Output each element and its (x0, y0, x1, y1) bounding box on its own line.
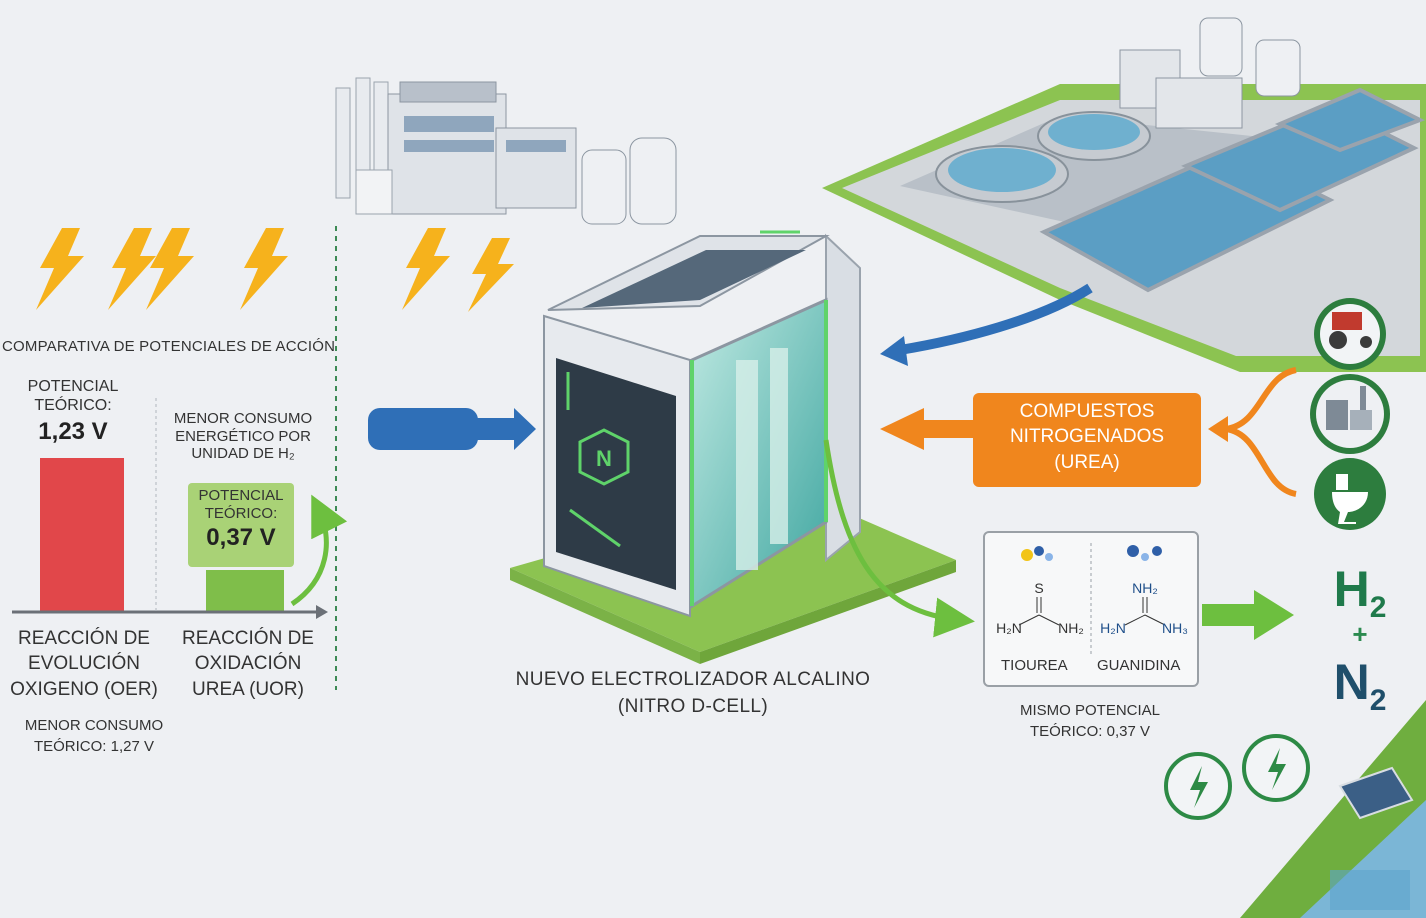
solar-panel-icon (1338, 766, 1414, 820)
thiourea-top-atom: S (1034, 580, 1043, 596)
lightning-bolt-icon (146, 228, 194, 310)
n2-subscript: 2 (1369, 684, 1387, 717)
uor-potential-caption: POTENCIAL TEÓRICO: (198, 487, 284, 522)
h2-output-arrow (1202, 590, 1294, 640)
uor-bar (206, 570, 284, 612)
wastewater-arrow (899, 283, 1093, 355)
factory-icon (335, 77, 677, 225)
lightning-bolt-icon (468, 238, 514, 312)
molecules-panel: S H₂N NH₂ NH₂ H₂N NH₃ TIOUREA GUANIDINA (983, 531, 1199, 687)
thiourea-model-icon (1021, 549, 1033, 561)
product-flow-arrow (823, 439, 975, 638)
uor-energy-note: MENOR CONSUMO ENERGÉTICO POR UNIDAD DE H… (173, 410, 313, 463)
sources-bracket (1208, 367, 1297, 497)
thiourea-name: TIOUREA (1001, 657, 1068, 674)
lightning-bolt-icon (240, 228, 288, 310)
compounds-line1: COMPUESTOS (1019, 401, 1155, 422)
electrolyzer-device: N (510, 230, 956, 664)
logo-letter: N (596, 446, 612, 471)
river-icon (1330, 870, 1410, 910)
potential-comparison-chart (12, 398, 348, 619)
lightning-bolt-icon (402, 228, 450, 310)
compounds-line3: (UREA) (1054, 451, 1120, 473)
guanidine-right-group: NH₃ (1162, 620, 1188, 636)
tractor-icon (1314, 298, 1386, 370)
nitrogen-compounds-box: COMPUESTOS NITROGENADOS (UREA) (973, 393, 1201, 487)
products-label: H2 + N2 (1318, 560, 1402, 718)
lightning-bolts-group (36, 228, 514, 312)
oer-potential-label: POTENCIAL TEÓRICO: 1,23 V (14, 378, 132, 446)
industry-icon (1310, 374, 1390, 454)
guanidine-top-atom: NH₂ (1132, 580, 1158, 596)
same-potential-line2: TEÓRICO: 0,37 V (1029, 723, 1151, 740)
compounds-line2: NITROGENADOS (1009, 426, 1165, 448)
oer-potential-caption: POTENCIAL TEÓRICO: (27, 378, 119, 414)
uor-reaction-label: REACCIÓN DE OXIDACIÓN UREA (UOR) (182, 628, 314, 700)
plus-sign: + (1352, 619, 1368, 649)
thiourea-left-group: H₂N (996, 620, 1022, 636)
water-treatment-plant-icon (822, 17, 1426, 372)
electrolyzer-title-line1: NUEVO ELECTROLIZADOR ALCALINO (515, 669, 871, 690)
uor-potential-value: 0,37 V (206, 524, 276, 552)
lightning-bolt-icon (36, 228, 84, 310)
toilet-icon (1314, 458, 1386, 530)
oer-bar (40, 458, 124, 612)
nitrogen-product: N2 (1318, 653, 1402, 718)
same-potential-note: MISMO POTENCIAL TEÓRICO: 0,37 V (990, 700, 1190, 742)
energy-input-arrow (368, 408, 536, 450)
wastewater-arrowhead (880, 336, 908, 366)
h2-symbol: H (1333, 561, 1370, 617)
guanidine-left-group: H₂N (1100, 620, 1126, 636)
nitro-logo-icon (578, 428, 630, 486)
same-potential-line1: MISMO POTENCIAL (1019, 702, 1161, 719)
compound-feed-arrow (880, 408, 976, 450)
renewable-energy-icon (1164, 734, 1310, 820)
hydrogen-product: H2 (1318, 560, 1402, 625)
oer-footnote: MENOR CONSUMO TEÓRICO: 1,27 V (24, 717, 164, 755)
electrolyzer-title: NUEVO ELECTROLIZADOR ALCALINO (NITRO D-C… (448, 667, 938, 721)
guanidine-model-icon (1127, 545, 1139, 557)
electrolyzer-title-line2: (NITRO D-CELL) (617, 695, 769, 717)
oer-potential-value: 1,23 V (38, 417, 108, 445)
molecule-structures: S H₂N NH₂ NH₂ H₂N NH₃ (996, 543, 1188, 657)
uor-potential-label: POTENCIAL TEÓRICO: 0,37 V (188, 483, 294, 567)
h2-subscript: 2 (1369, 591, 1387, 624)
comparison-title: COMPARATIVA DE POTENCIALES DE ACCIÓN (2, 338, 336, 355)
lightning-bolt-icon (108, 228, 156, 310)
oer-reaction-label: REACCIÓN DE EVOLUCIÓN OXIGENO (OER) (10, 628, 158, 700)
improvement-arrow (290, 494, 348, 607)
thiourea-right-group: NH₂ (1058, 620, 1084, 636)
guanidine-name: GUANIDINA (1097, 657, 1181, 674)
n2-symbol: N (1333, 654, 1370, 710)
